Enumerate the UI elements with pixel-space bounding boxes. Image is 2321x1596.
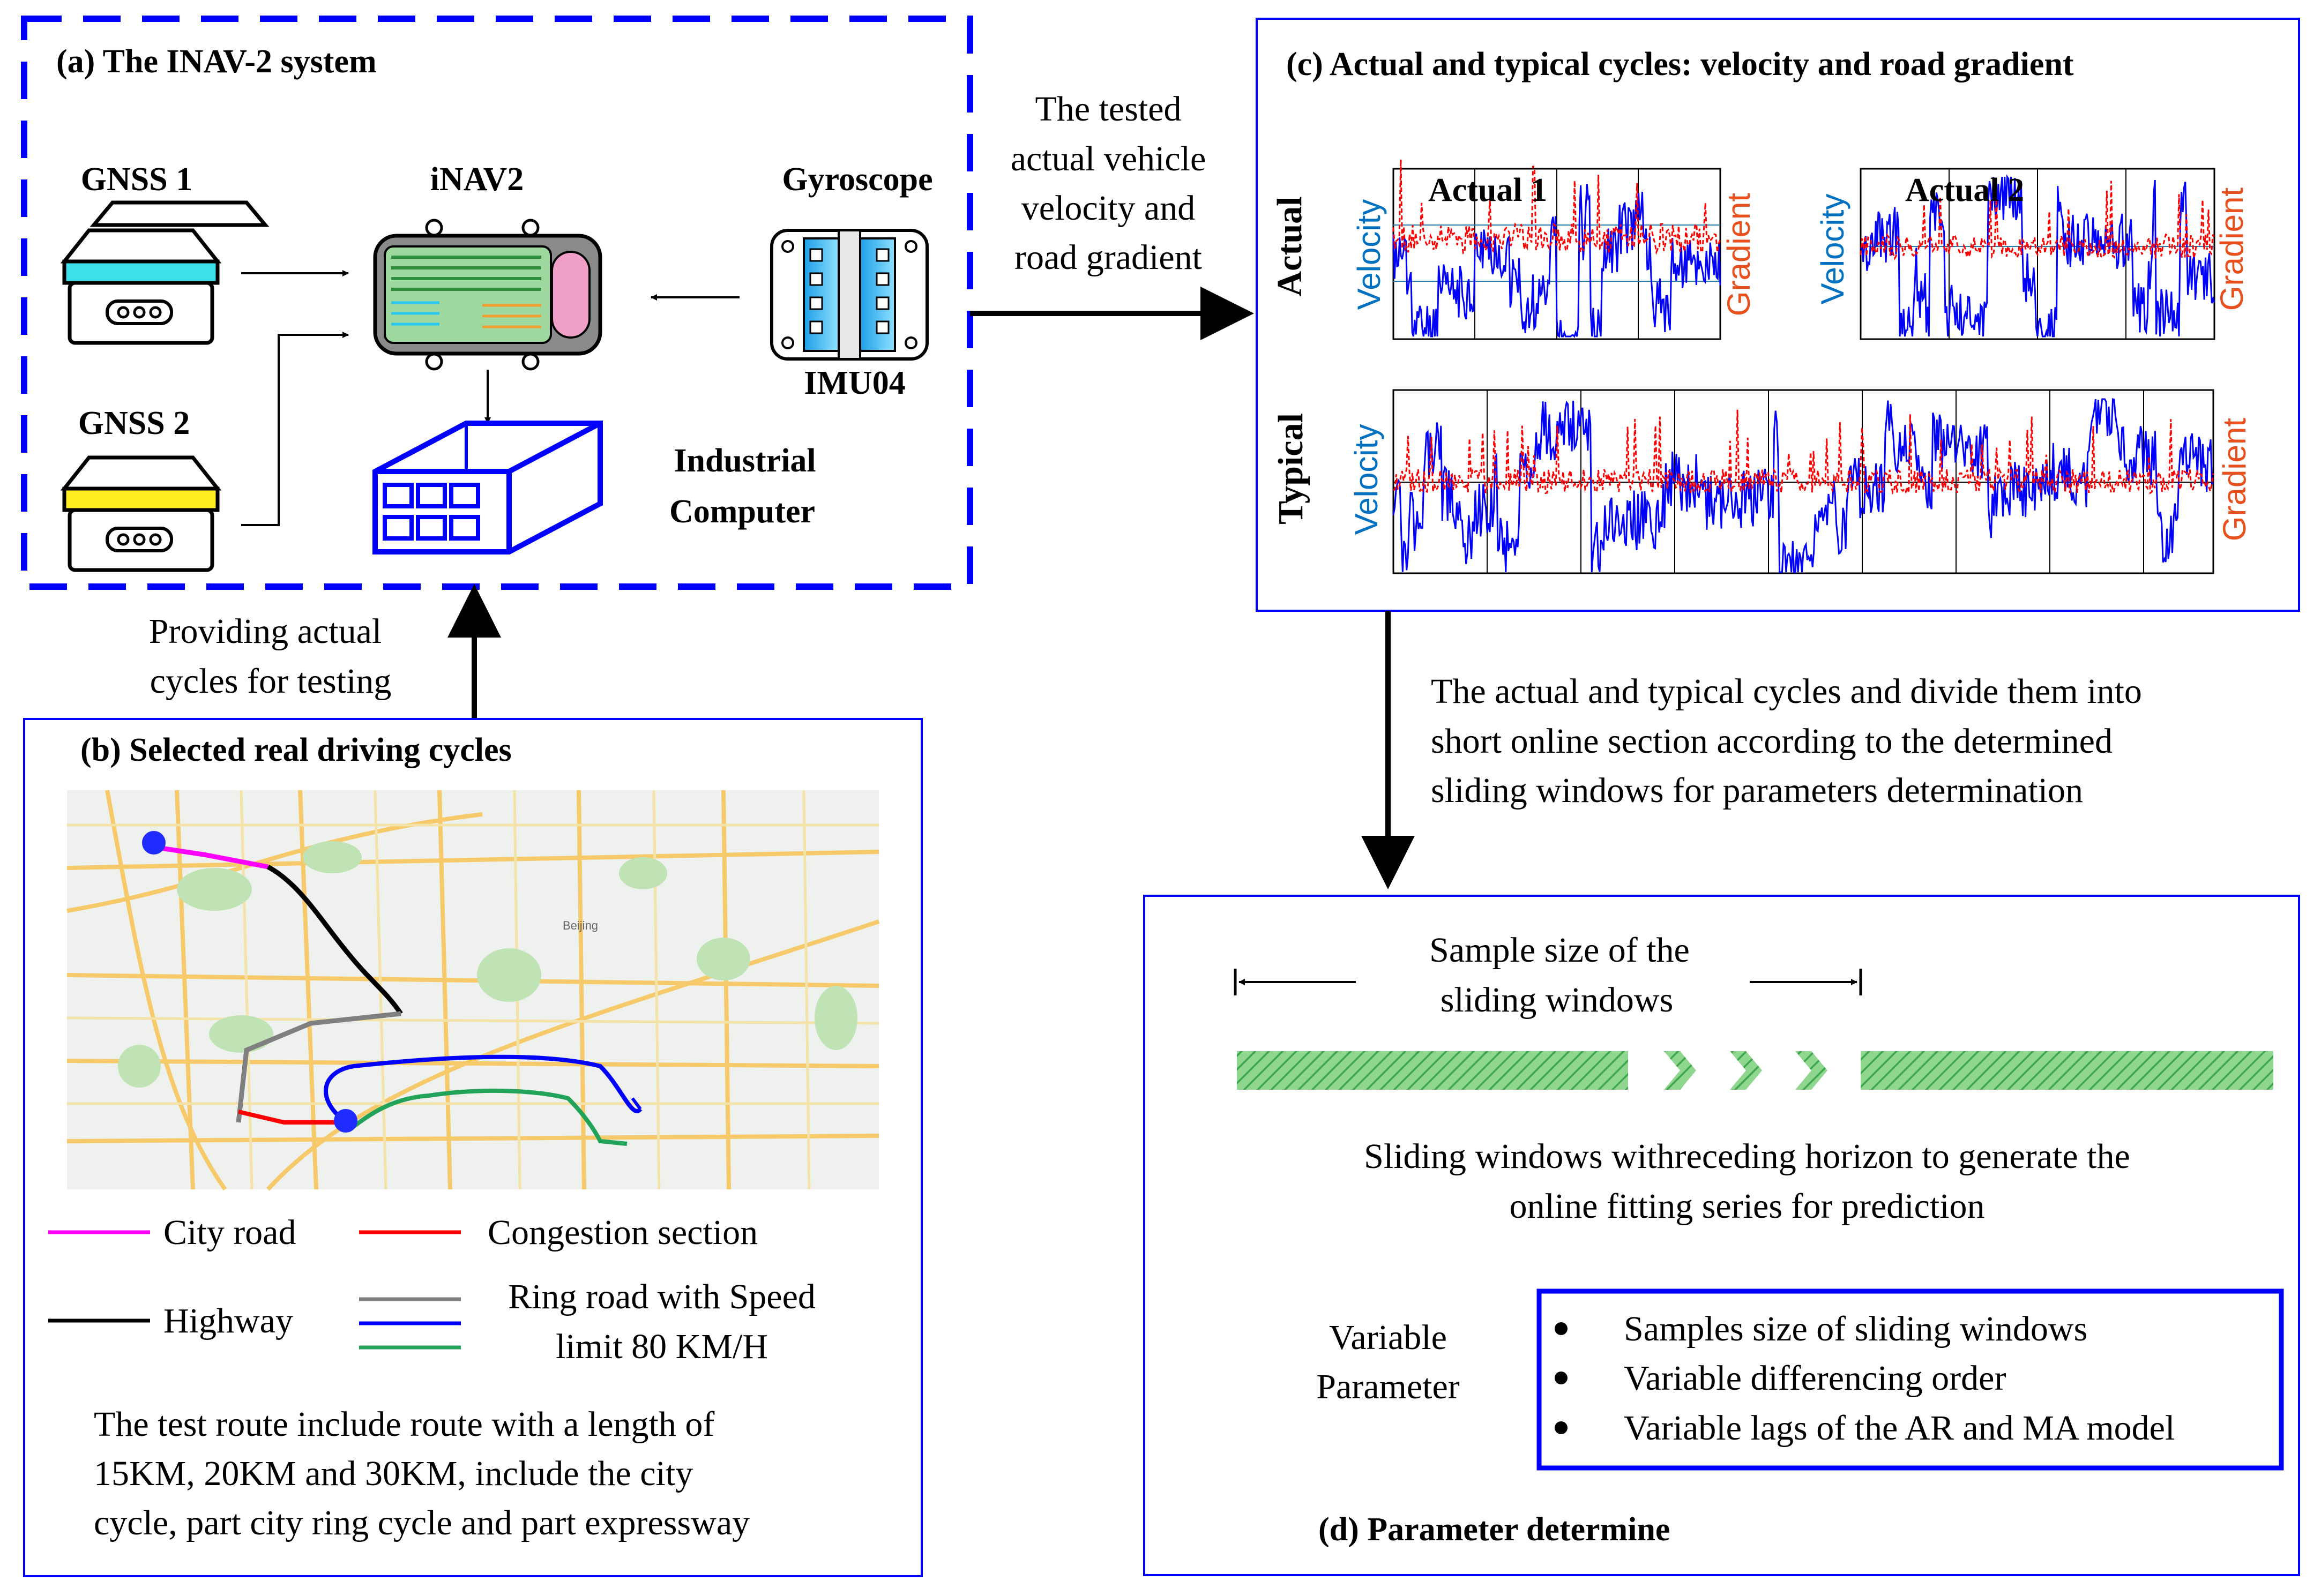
route-ring-blue bbox=[324, 1054, 643, 1122]
bullet-3: Variable lags of the AR and MA model bbox=[1624, 1408, 2175, 1448]
typical-gradient-axis: Gradient bbox=[2216, 418, 2252, 541]
arrow-c-to-d-line-3: sliding windows for parameters determina… bbox=[1431, 771, 2083, 810]
sample-size-line-1: Sample size of the bbox=[1429, 931, 1690, 970]
gnss2-arrow bbox=[241, 332, 349, 526]
route-legend: City road Congestion section Highway Rin… bbox=[48, 1213, 816, 1366]
panel-b-frame bbox=[23, 718, 923, 1577]
panel-c-frame bbox=[1256, 18, 2300, 612]
actual-2-velocity-axis: Velocity bbox=[1815, 194, 1850, 305]
route-congestion bbox=[238, 1110, 343, 1125]
gyroscope-label: Gyroscope bbox=[782, 161, 932, 198]
legend-ring-road-1: Ring road with Speed bbox=[508, 1277, 816, 1316]
arrow-a-to-c-line-2: actual vehicle bbox=[1011, 139, 1206, 178]
parameter-box bbox=[1536, 1288, 2284, 1471]
arrow-b-to-a-line-2: cycles for testing bbox=[150, 662, 392, 701]
gnss2-label: GNSS 2 bbox=[78, 405, 190, 441]
route-end-marker bbox=[334, 1109, 357, 1133]
actual-1-velocity-axis: Velocity bbox=[1351, 199, 1387, 310]
panel-d-frame bbox=[1143, 895, 2300, 1576]
typical-velocity-axis: Velocity bbox=[1348, 424, 1384, 535]
arrow-a-to-c-line-4: road gradient bbox=[1014, 238, 1202, 277]
arrow-b-to-a: Providing actual cycles for testing bbox=[149, 584, 501, 718]
panel-b: (b) Selected real driving cycles bbox=[23, 718, 923, 1577]
bullet-2: Variable differencing order bbox=[1624, 1359, 2006, 1398]
legend-highway: Highway bbox=[163, 1301, 293, 1340]
route-map: Beijing bbox=[66, 790, 880, 1191]
legend-congestion: Congestion section bbox=[488, 1213, 758, 1252]
panel-a-title: (a) The INAV-2 system bbox=[56, 43, 377, 80]
plot-actual-2: Actual 2 bbox=[1860, 168, 2215, 340]
gnss1-receiver-icon bbox=[89, 200, 270, 227]
sliding-window-bar bbox=[1237, 1051, 2273, 1090]
plot-actual-1: Actual 1 bbox=[1392, 159, 1721, 340]
arrow-a-to-c: The tested actual vehicle velocity and r… bbox=[970, 89, 1254, 340]
panel-c: (c) Actual and typical cycles: velocity … bbox=[1256, 18, 2300, 612]
arrow-c-to-d: The actual and typical cycles and divide… bbox=[1361, 611, 2142, 889]
variable-label-1: Variable bbox=[1329, 1318, 1447, 1357]
inav2-device bbox=[373, 219, 602, 371]
sample-size-line-2: sliding windows bbox=[1441, 980, 1674, 1020]
legend-city-road: City road bbox=[163, 1213, 296, 1252]
arrow-b-to-a-line-1: Providing actual bbox=[149, 612, 382, 651]
actual-2-gradient bbox=[1860, 181, 2215, 260]
arrow-a-to-c-line-1: The tested bbox=[1035, 89, 1181, 129]
inav2-label: iNAV2 bbox=[430, 161, 524, 198]
actual-1-velocity bbox=[1392, 184, 1721, 338]
imu-label: IMU04 bbox=[804, 365, 905, 401]
panel-a: (a) The INAV-2 system GNSS 1 GNSS 2 bbox=[21, 16, 973, 590]
imu-device bbox=[770, 229, 929, 361]
map-label: Beijing bbox=[563, 919, 598, 932]
route-city-road bbox=[150, 844, 268, 870]
variable-label-2: Parameter bbox=[1316, 1367, 1460, 1406]
row-label-actual: Actual bbox=[1270, 197, 1309, 297]
route-highway bbox=[266, 865, 403, 1015]
panel-c-title: (c) Actual and typical cycles: velocity … bbox=[1286, 46, 2074, 83]
route-ring-green bbox=[347, 1088, 628, 1146]
arrow-c-to-d-line-2: short online section according to the de… bbox=[1431, 722, 2113, 761]
receding-line-1: Sliding windows withreceding horizon to … bbox=[1364, 1137, 2130, 1176]
arrow-c-to-d-line-1: The actual and typical cycles and divide… bbox=[1431, 672, 2142, 711]
receding-line-2: online fitting series for prediction bbox=[1509, 1187, 1984, 1226]
panel-b-description-3: cycle, part city ring cycle and part exp… bbox=[94, 1503, 750, 1542]
panel-b-description-2: 15KM, 20KM and 30KM, include the city bbox=[94, 1454, 693, 1493]
route-start-marker bbox=[142, 831, 166, 855]
panel-a-frame bbox=[21, 16, 973, 590]
panel-d-title: (d) Parameter determine bbox=[1318, 1511, 1670, 1548]
row-label-typical: Typical bbox=[1271, 413, 1310, 524]
panel-b-title: (b) Selected real driving cycles bbox=[80, 732, 512, 768]
industrial-computer-icon bbox=[372, 421, 603, 555]
actual-1-gradient-axis: Gradient bbox=[1721, 193, 1757, 316]
route-ring-gray bbox=[236, 1011, 401, 1123]
typical-gradient bbox=[1393, 409, 2214, 495]
actual-2-label: Actual 2 bbox=[1905, 172, 2024, 208]
arrow-a-to-c-line-3: velocity and bbox=[1021, 189, 1195, 228]
actual-2-velocity bbox=[1860, 174, 2215, 338]
legend-ring-road-2: limit 80 KM/H bbox=[556, 1327, 768, 1366]
panel-d: Sample size of the sliding windows Slidi… bbox=[1143, 895, 2300, 1576]
gnss1-device bbox=[60, 228, 222, 345]
actual-1-label: Actual 1 bbox=[1428, 172, 1547, 208]
gnss2-device bbox=[60, 455, 222, 572]
gnss1-label: GNSS 1 bbox=[81, 161, 192, 198]
industrial-computer-label-2: Computer bbox=[669, 493, 815, 530]
actual-1-gradient bbox=[1392, 159, 1721, 255]
bullet-1: Samples size of sliding windows bbox=[1624, 1309, 2087, 1348]
actual-2-gradient-axis: Gradient bbox=[2214, 188, 2250, 311]
industrial-computer-label-1: Industrial bbox=[674, 443, 816, 479]
plot-typical bbox=[1392, 389, 2214, 574]
panel-b-description-1: The test route include route with a leng… bbox=[94, 1405, 714, 1444]
